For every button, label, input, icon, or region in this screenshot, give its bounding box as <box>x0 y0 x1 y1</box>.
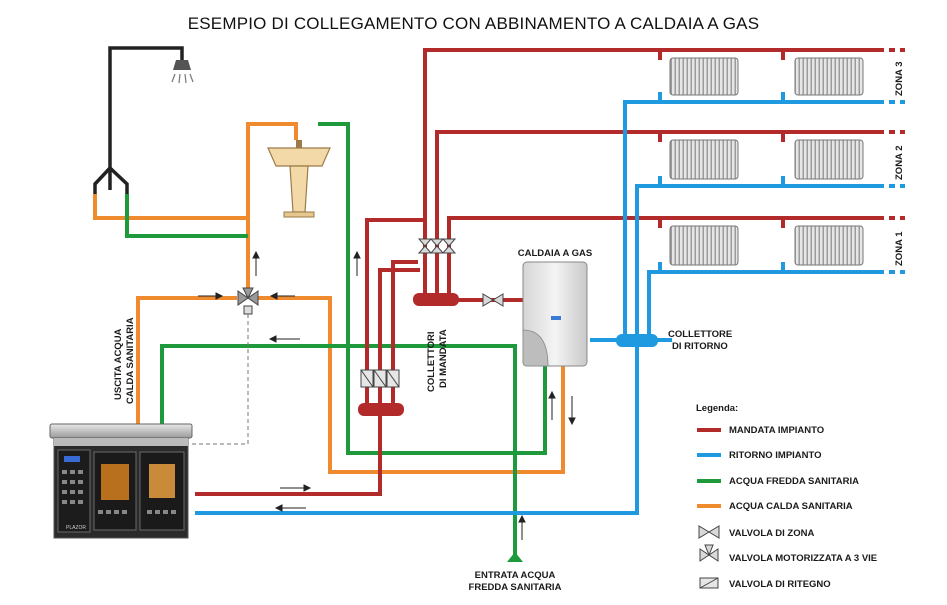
zona-1-label: ZONA 1 <box>894 231 905 266</box>
shower-piping <box>93 46 184 194</box>
collettore-mandata-upper <box>413 293 459 306</box>
legend-item-ritorno: RITORNO IMPIANTO <box>729 450 822 461</box>
sink-icon <box>267 140 331 218</box>
legend: Legenda: MANDATA IMPIANTO RITORNO IMPIAN… <box>696 403 877 590</box>
control-wire <box>190 314 249 445</box>
thermo-stove: PLAZOR <box>49 423 193 539</box>
entrata-label-2: FREDDA SANITARIA <box>469 582 562 593</box>
radiator-zona-3-a <box>669 57 739 96</box>
zona-3-label: ZONA 3 <box>894 62 905 96</box>
uscita-label-2: CALDA SANITARIA <box>125 317 136 404</box>
mandata-dashes <box>878 48 905 220</box>
collettori-mandata-label-2: DI MANDATA <box>438 329 449 388</box>
legend-zone-valve-icon <box>698 525 720 539</box>
radiator-zona-2-a <box>669 139 739 180</box>
uscita-label-1: USCITA ACQUA <box>113 328 124 400</box>
radiator-zona-1-b <box>794 225 864 266</box>
collettore-ritorno <box>616 334 658 347</box>
acqua-fredda-piping <box>125 122 547 560</box>
acqua-calda-piping <box>93 122 565 474</box>
legend-item-calda: ACQUA CALDA SANITARIA <box>729 501 853 512</box>
zona-2-label: ZONA 2 <box>894 146 905 180</box>
gas-boiler <box>522 261 588 367</box>
three-way-valve-icon[interactable] <box>237 287 259 315</box>
radiator-zona-2-b <box>794 139 864 180</box>
zone-valves-upper[interactable] <box>417 238 457 254</box>
legend-item-fredda: ACQUA FREDDA SANITARIA <box>729 476 859 487</box>
legend-check-valve-icon <box>699 577 719 589</box>
legend-item-zone-valve: VALVOLA DI ZONA <box>729 528 814 539</box>
stove-brand-label: PLAZOR <box>66 525 86 531</box>
flow-arrows <box>198 250 576 540</box>
collettore-ritorno-label-2: DI RITORNO <box>672 341 728 352</box>
shower-head-icon <box>171 60 194 84</box>
entrata-label-1: ENTRATA ACQUA <box>475 570 556 581</box>
legend-item-three-way-valve: VALVOLA MOTORIZZATA A 3 VIE <box>729 553 877 564</box>
ritorno-piping <box>195 92 878 515</box>
radiator-zona-3-b <box>794 57 864 96</box>
zone-valve-boiler[interactable] <box>482 293 504 307</box>
legend-item-check-valve: VALVOLA DI RITEGNO <box>729 579 831 590</box>
ritorno-dashes <box>878 100 905 274</box>
check-valves-lower[interactable] <box>360 369 400 388</box>
legend-item-mandata: MANDATA IMPIANTO <box>729 425 824 436</box>
page-title: ESEMPIO DI COLLEGAMENTO CON ABBINAMENTO … <box>187 14 760 33</box>
caldaia-label: CALDAIA A GAS <box>518 248 592 259</box>
collettore-mandata-lower <box>358 403 404 416</box>
radiator-zona-1-a <box>669 225 739 266</box>
legend-three-way-valve-icon <box>699 544 719 562</box>
collettore-ritorno-label-1: COLLETTORE <box>668 329 732 340</box>
collettori-mandata-label-1: COLLETTORI <box>426 331 437 392</box>
legend-title: Legenda: <box>696 403 738 414</box>
cold-water-inlet-icon <box>507 552 523 562</box>
